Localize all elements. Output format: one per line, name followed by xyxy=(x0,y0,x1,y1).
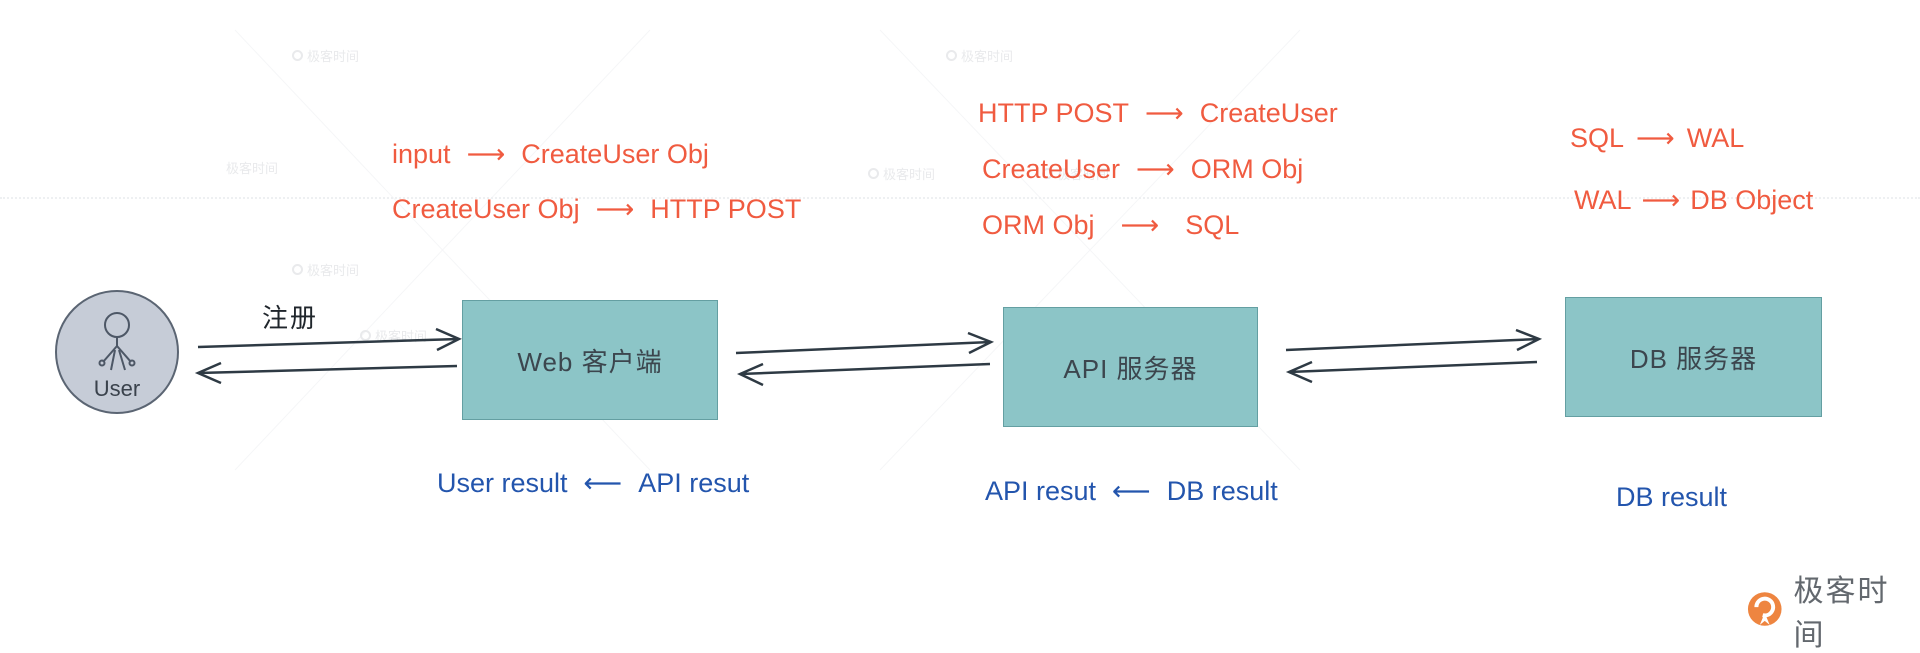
arrow-api-to-db xyxy=(1285,328,1543,352)
arrow-db-to-api xyxy=(1285,360,1538,384)
result-db: DB result xyxy=(1616,482,1728,512)
right-arrow-glyph: ⟶ xyxy=(595,194,635,224)
result-user-from-api: User result ⟵ API resut xyxy=(437,468,750,498)
geektime-logo-icon xyxy=(1747,592,1782,626)
node-web-client: Web 客户端 xyxy=(462,300,718,420)
flow-wal-to-db-object: WAL ⟶ DB Object xyxy=(1574,185,1814,215)
user-actor: User xyxy=(55,290,179,414)
user-actor-label: User xyxy=(93,376,141,401)
right-arrow-glyph: ⟶ xyxy=(1145,98,1184,128)
geektime-logo-text: 极客时间 xyxy=(1793,575,1890,652)
flow-orm-obj-to-sql: ORM Obj ⟶ SQL xyxy=(982,210,1240,240)
flow-createuser-to-orm-obj: CreateUser ⟶ ORM Obj xyxy=(982,154,1304,184)
right-arrow-glyph: ⟶ xyxy=(1120,210,1160,240)
flow-sql-to-wal: SQL ⟶ WAL xyxy=(1570,123,1745,153)
right-arrow-glyph: ⟶ xyxy=(466,139,506,169)
left-arrow-glyph: ⟵ xyxy=(1112,476,1151,506)
flow-http-post-to-createuser: HTTP POST ⟶ CreateUser xyxy=(978,98,1338,128)
node-api-server-label: API 服务器 xyxy=(1063,353,1198,384)
register-label: 注册 xyxy=(262,303,319,333)
right-arrow-glyph: ⟶ xyxy=(1641,185,1681,215)
arrow-api-to-web xyxy=(736,362,991,387)
arrow-user-to-web xyxy=(197,327,462,352)
flow-createuser-obj-to-http-post: CreateUser Obj ⟶ HTTP POST xyxy=(392,194,802,224)
person-icon xyxy=(98,312,136,371)
arrow-web-to-api xyxy=(735,331,995,355)
node-api-server: API 服务器 xyxy=(1003,307,1258,427)
geektime-logo: 极客时间 xyxy=(1744,566,1920,653)
flow-input-to-createuser-obj: input ⟶ CreateUser Obj xyxy=(392,139,709,169)
right-arrow-glyph: ⟶ xyxy=(1636,123,1675,153)
result-api-from-db: API resut ⟵ DB result xyxy=(985,476,1278,506)
node-web-client-label: Web 客户端 xyxy=(517,346,663,377)
node-db-server-label: DB 服务器 xyxy=(1629,343,1758,374)
arrow-web-to-user xyxy=(194,361,458,385)
right-arrow-glyph: ⟶ xyxy=(1136,154,1175,184)
left-arrow-glyph: ⟵ xyxy=(583,468,623,498)
node-db-server: DB 服务器 xyxy=(1565,297,1822,417)
